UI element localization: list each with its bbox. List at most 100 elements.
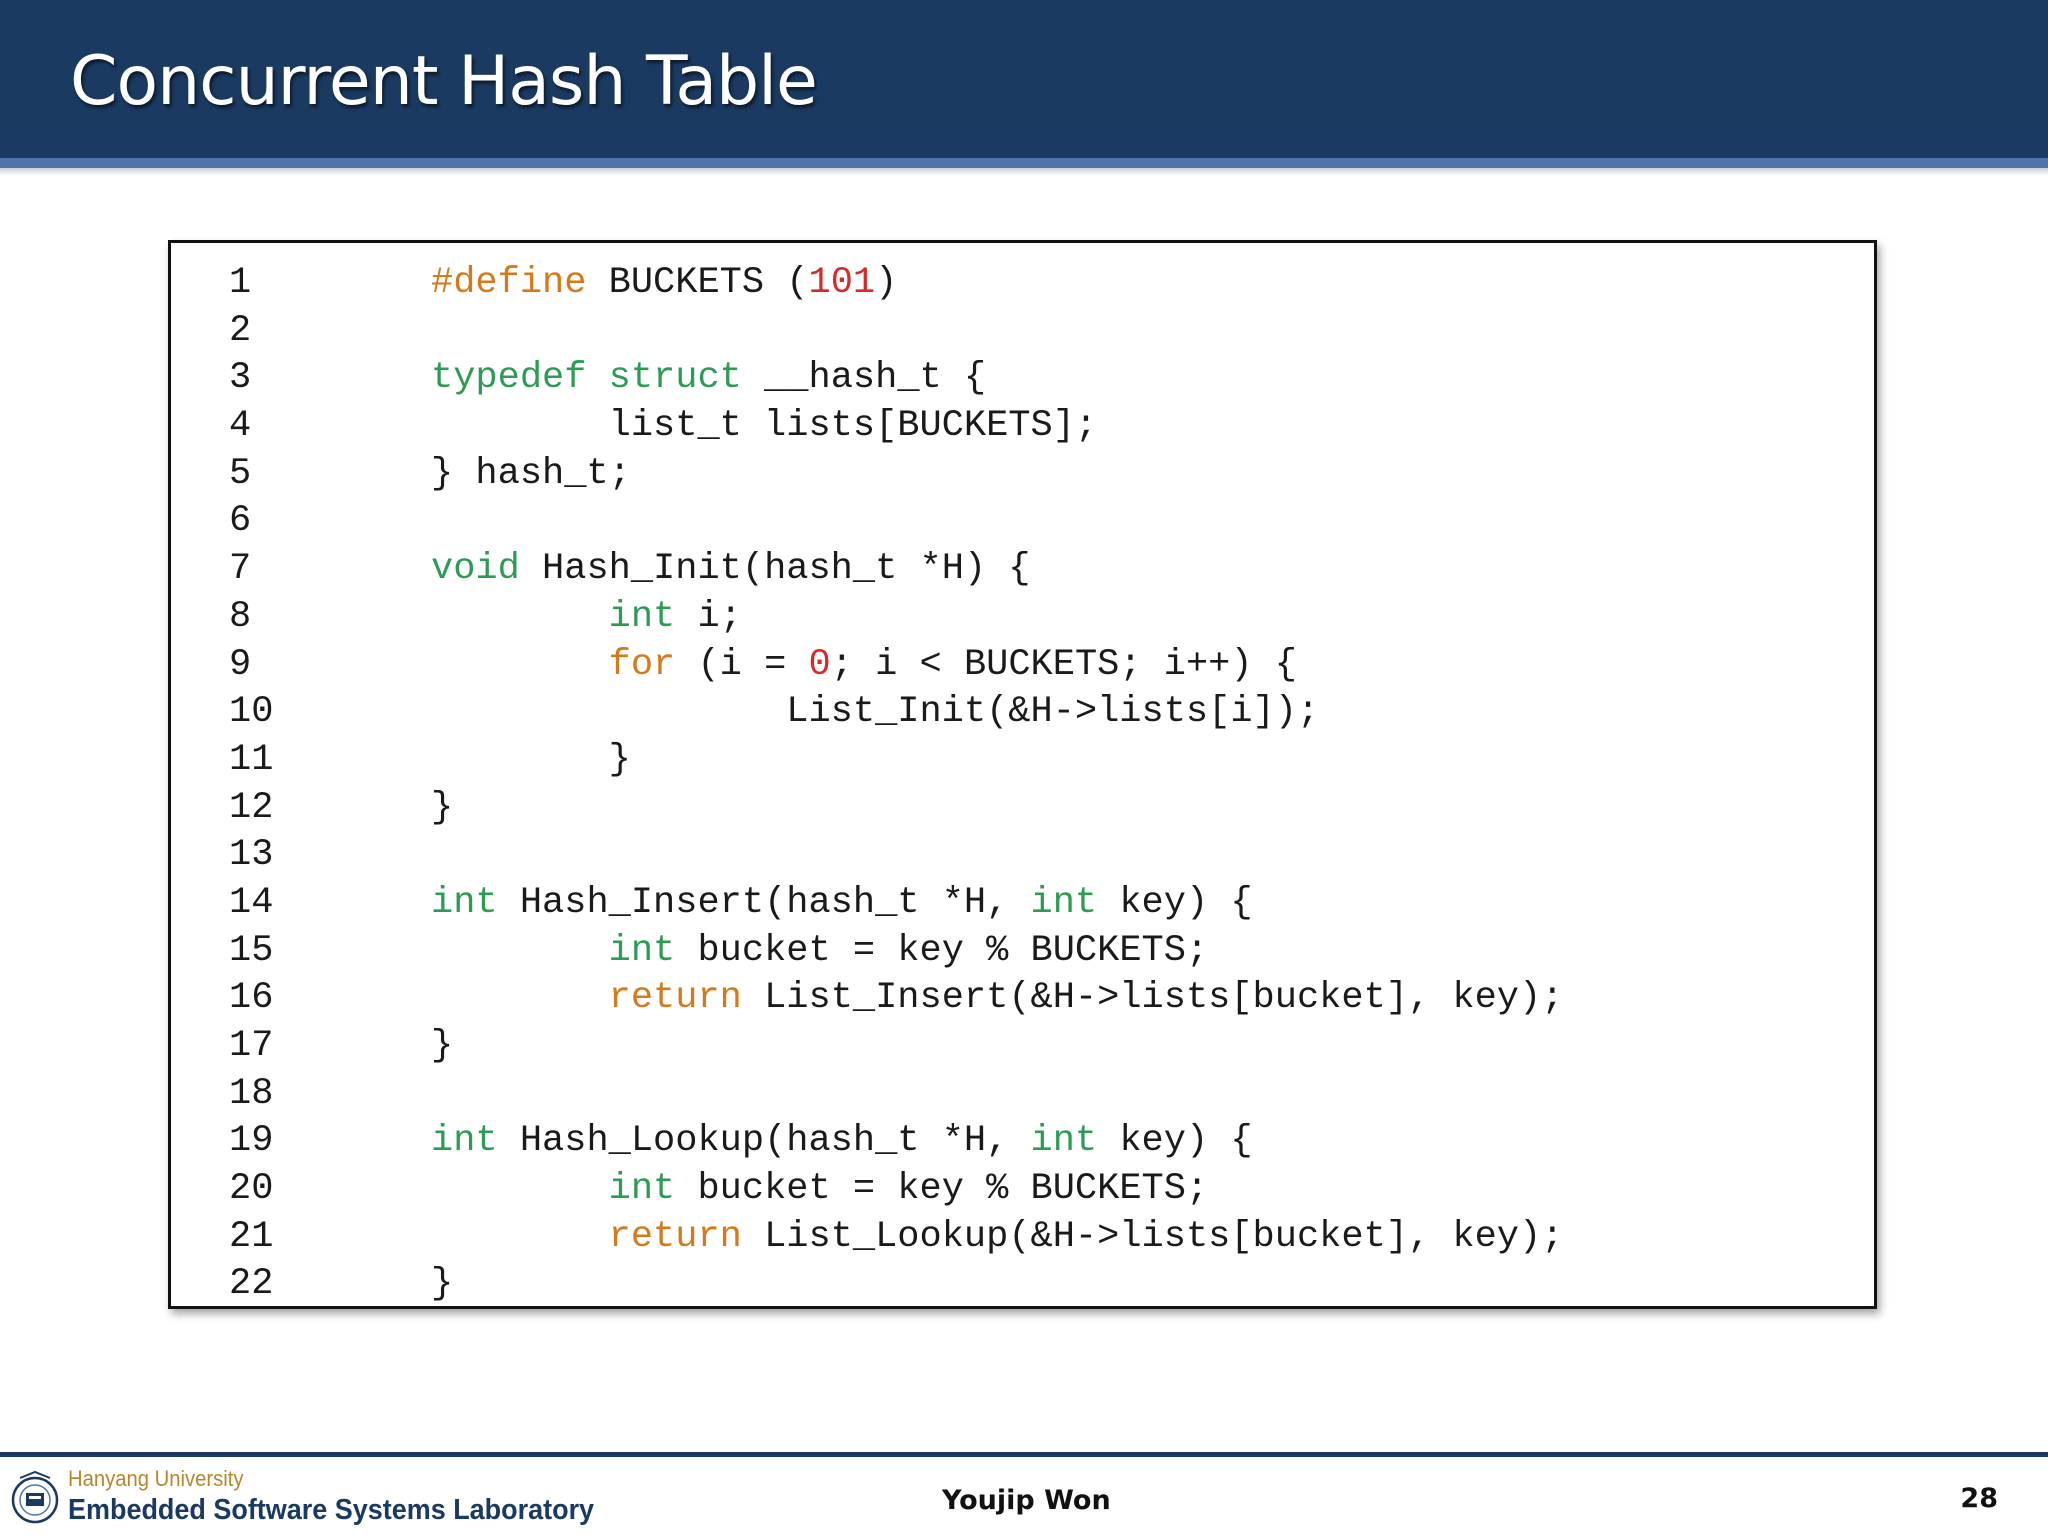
line-number: 2 — [229, 309, 252, 352]
code-token: int — [608, 595, 676, 638]
code-token — [431, 1168, 609, 1210]
code-token: 0 — [808, 643, 831, 686]
code-line: 21 return List_Lookup(&H->lists[bucket],… — [229, 1214, 1563, 1262]
line-number: 9 — [229, 643, 252, 686]
code-token: int — [608, 929, 676, 972]
code-text: int bucket = key % BUCKETS; — [431, 928, 1209, 976]
code-token: bucket = key % BUCKETS; — [675, 929, 1209, 972]
code-token: List_Insert(&H->lists[bucket], key); — [741, 977, 1564, 1020]
code-line: 15 int bucket = key % BUCKETS; — [229, 928, 1208, 976]
code-token: } — [431, 1025, 454, 1067]
line-number: 18 — [229, 1072, 274, 1115]
code-token — [431, 644, 609, 686]
code-token: key) { — [1097, 1120, 1253, 1163]
lab-name: Embedded Software Systems Laboratory — [68, 1494, 595, 1526]
code-token — [431, 596, 609, 638]
code-text: } — [431, 1023, 453, 1071]
code-text: list_t lists[BUCKETS]; — [431, 403, 1097, 451]
code-line: 2 — [229, 308, 379, 356]
presenter-name: Youjip Won — [942, 1485, 1111, 1516]
line-number: 19 — [229, 1120, 274, 1163]
code-token: ; i < BUCKETS; i++) { — [830, 643, 1297, 686]
line-number: 10 — [229, 691, 274, 734]
code-line: 20 int bucket = key % BUCKETS; — [229, 1166, 1208, 1214]
code-token: __hash_t { — [741, 357, 987, 400]
line-number: 12 — [229, 786, 274, 829]
code-line: 18 — [229, 1071, 379, 1119]
code-token — [586, 357, 608, 399]
code-token: Hash_Insert(hash_t *H, — [497, 881, 1031, 924]
code-line: 9 for (i = 0; i < BUCKETS; i++) { — [229, 642, 1297, 690]
code-token: key) { — [1097, 881, 1253, 924]
code-token: i; — [675, 595, 742, 638]
code-text: int Hash_Insert(hash_t *H, int key) { — [431, 880, 1253, 928]
code-token: List_Lookup(&H->lists[bucket], key); — [741, 1215, 1564, 1258]
title-bar — [0, 0, 2048, 158]
code-token: 101 — [808, 262, 876, 304]
code-line: 19 int Hash_Lookup(hash_t *H, int key) { — [229, 1118, 1253, 1166]
code-token: } hash_t; — [431, 452, 631, 495]
code-token — [431, 1216, 609, 1258]
code-token: } — [431, 738, 631, 781]
line-number: 3 — [229, 357, 252, 400]
line-number: 1 — [229, 262, 252, 304]
code-line: 11 } — [229, 737, 631, 785]
slide-title: Concurrent Hash Table — [70, 42, 818, 121]
university-seal-icon — [11, 1470, 59, 1524]
code-text: for (i = 0; i < BUCKETS; i++) { — [431, 642, 1297, 690]
code-line: 8 int i; — [229, 594, 742, 642]
line-number: 14 — [229, 881, 274, 924]
code-text: #define BUCKETS (101) — [431, 260, 897, 308]
line-number: 11 — [229, 738, 274, 781]
code-text: int i; — [431, 594, 742, 642]
code-token: return — [608, 1215, 742, 1258]
line-number: 22 — [229, 1263, 274, 1306]
line-number: 16 — [229, 977, 274, 1020]
line-number: 7 — [229, 548, 252, 591]
code-token: return — [608, 977, 742, 1020]
code-token: Hash_Init(hash_t *H) { — [519, 548, 1031, 591]
code-line: 1 #define BUCKETS (101) — [229, 260, 897, 308]
code-token: } — [431, 1263, 454, 1306]
code-token — [431, 977, 609, 1019]
code-line: 5} hash_t; — [229, 451, 631, 499]
code-text: int Hash_Lookup(hash_t *H, int key) { — [431, 1118, 1253, 1166]
code-line: 10 List_Init(&H->lists[i]); — [229, 689, 1319, 737]
code-token: struct — [608, 357, 742, 400]
code-listing-box: 1 #define BUCKETS (101) 2 3 typedef struct _… — [168, 240, 1877, 1309]
line-number: 21 — [229, 1215, 274, 1258]
line-number: 6 — [229, 500, 252, 543]
code-token: (i = — [675, 643, 809, 686]
code-text: } — [431, 1261, 453, 1309]
line-number: 20 — [229, 1168, 274, 1211]
code-text: void Hash_Init(hash_t *H) { — [431, 546, 1031, 594]
university-name: Hanyang University — [68, 1466, 244, 1491]
code-token: Hash_Lookup(hash_t *H, — [497, 1120, 1031, 1163]
line-number: 8 — [229, 595, 252, 638]
footer-divider — [0, 1452, 2048, 1457]
code-token: typedef — [431, 357, 587, 400]
code-token: ) — [875, 262, 898, 304]
code-text: return List_Insert(&H->lists[bucket], ke… — [431, 975, 1564, 1023]
code-text: } — [431, 785, 453, 833]
code-text: return List_Lookup(&H->lists[bucket], ke… — [431, 1214, 1564, 1262]
code-token: int — [608, 1168, 676, 1211]
code-text: List_Init(&H->lists[i]); — [431, 689, 1319, 737]
code-token: int — [1030, 881, 1098, 924]
code-token: int — [431, 881, 498, 924]
code-token: bucket = key % BUCKETS; — [675, 1168, 1209, 1211]
code-token: } — [431, 786, 454, 829]
title-shadow — [0, 168, 2048, 176]
code-token: int — [431, 1120, 498, 1163]
line-number: 17 — [229, 1025, 274, 1067]
line-number: 15 — [229, 929, 274, 972]
code-token: for — [608, 643, 676, 686]
code-text: typedef struct __hash_t { — [431, 355, 986, 403]
code-line: 7 void Hash_Init(hash_t *H) { — [229, 546, 1031, 594]
code-line: 3 typedef struct __hash_t { — [229, 355, 986, 403]
code-token — [431, 930, 609, 972]
code-token: List_Init(&H->lists[i]); — [431, 691, 1320, 734]
line-number: 13 — [229, 834, 274, 877]
code-token: void — [431, 548, 520, 591]
code-token: #define — [431, 262, 587, 304]
